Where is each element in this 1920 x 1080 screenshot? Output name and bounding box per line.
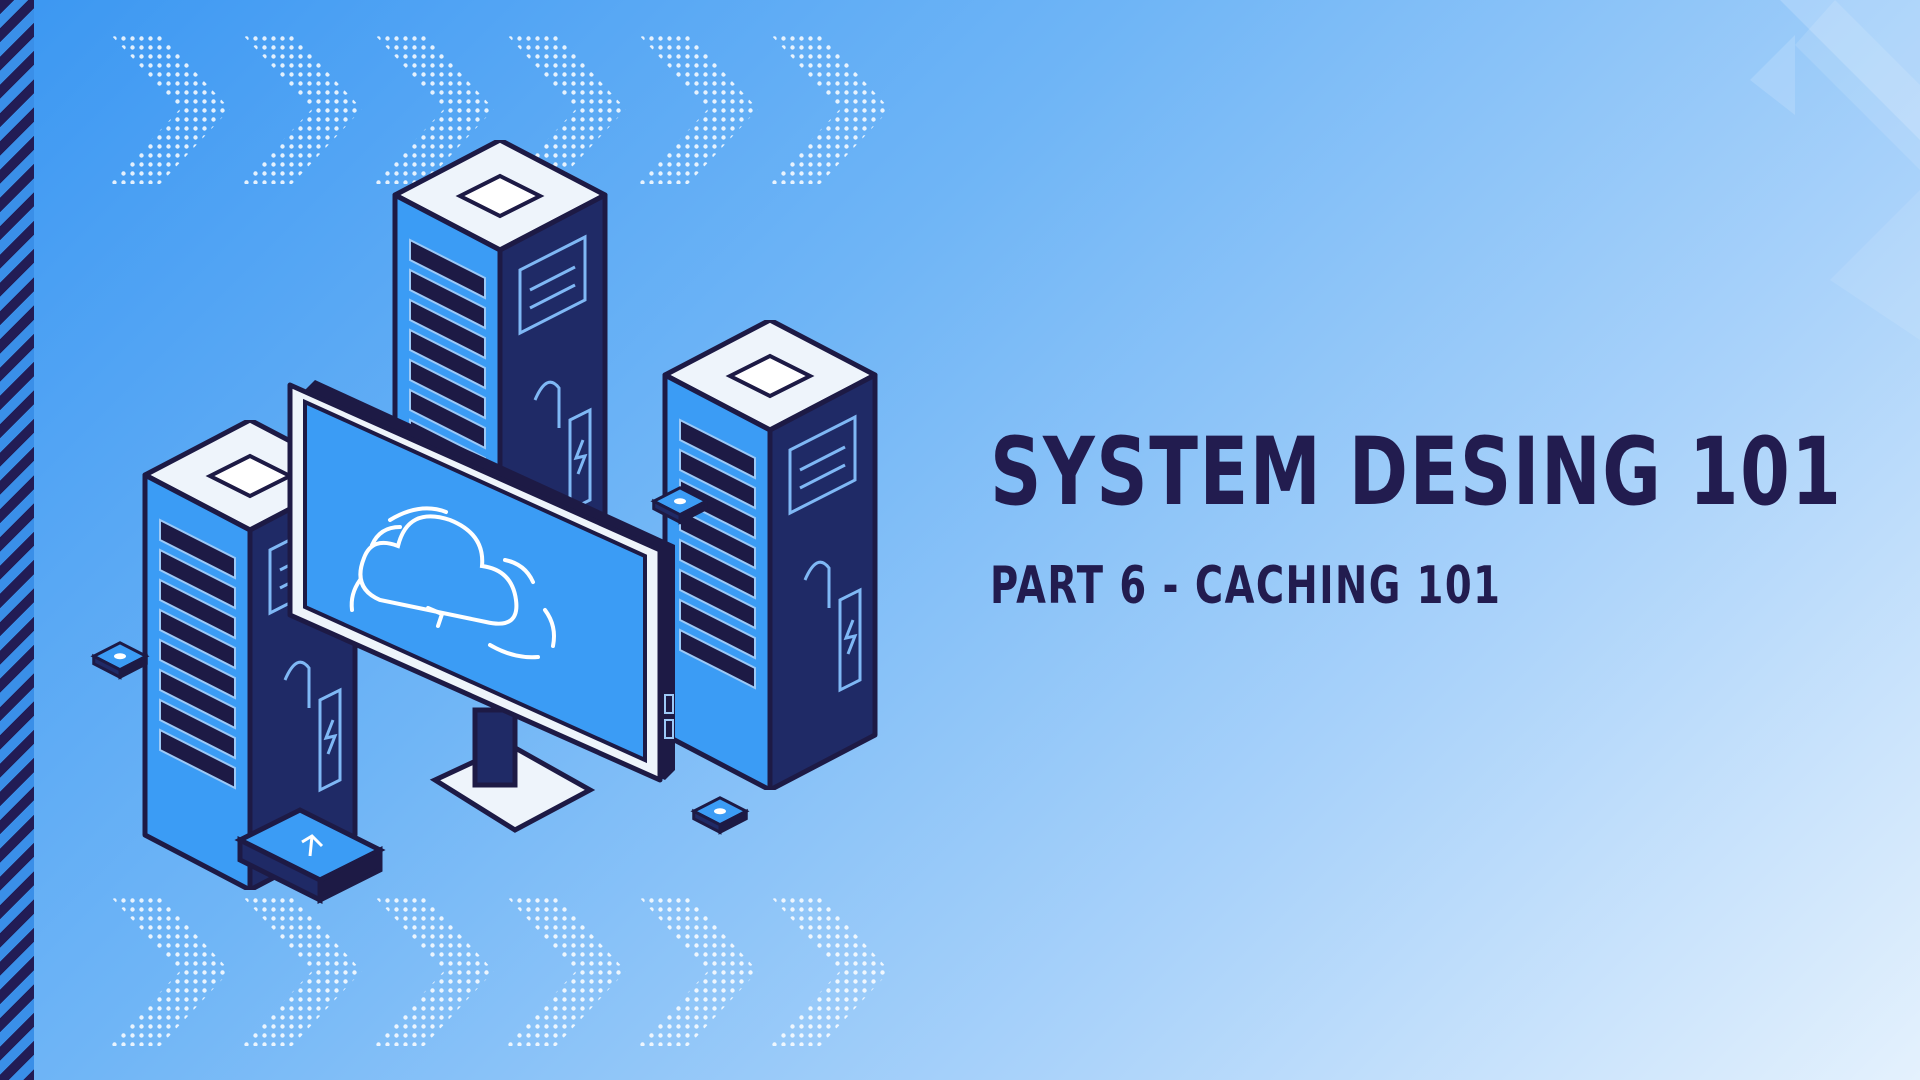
slide-title: SYSTEM DESING 101	[990, 418, 1843, 527]
cloud-icon	[349, 506, 556, 660]
device-icon	[92, 641, 148, 679]
title-block: SYSTEM DESING 101 PART 6 - CACHING 101	[990, 418, 1890, 616]
monitor-icon	[287, 380, 675, 833]
slide-subtitle: PART 6 - CACHING 101	[990, 556, 1502, 616]
striped-left-border	[0, 0, 34, 1080]
server-rack-icon	[665, 320, 875, 790]
triangle-decoration	[1750, 0, 1920, 340]
device-icon	[692, 796, 748, 834]
device-icon	[234, 807, 386, 905]
server-illustration	[92, 140, 950, 905]
